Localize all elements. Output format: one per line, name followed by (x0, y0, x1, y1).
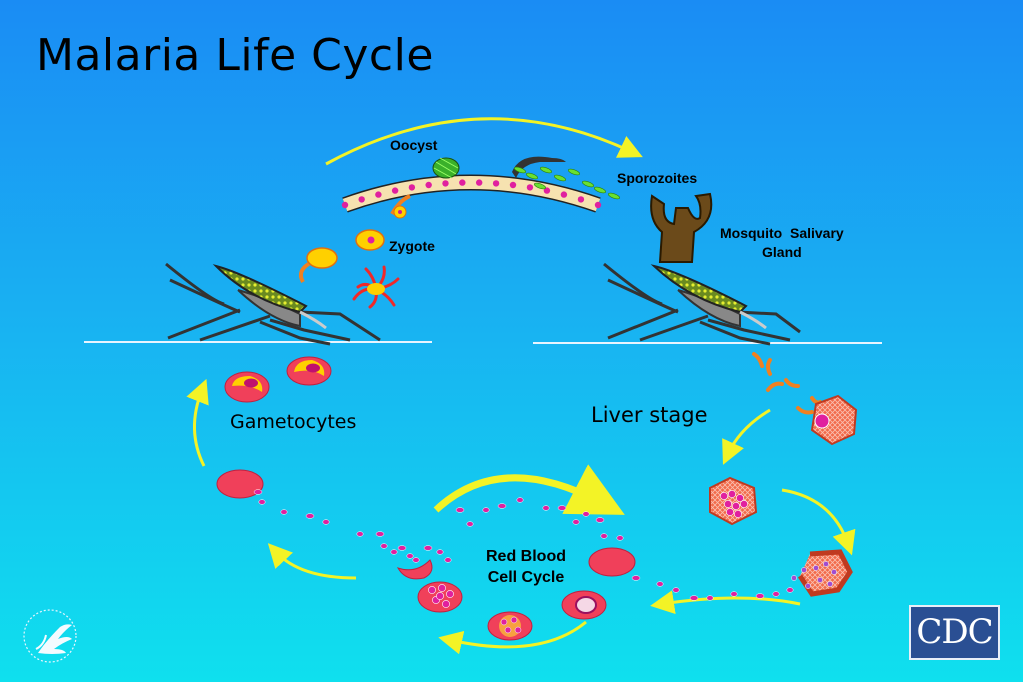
label-zygote: Zygote (389, 238, 435, 254)
macrogamete (306, 247, 338, 269)
label-sporozoites: Sporozoites (617, 170, 698, 186)
gut-cell-nucleus (577, 196, 585, 203)
gut-cell-nucleus (391, 187, 399, 194)
mosquito-right (603, 262, 801, 346)
salivary-gland (650, 192, 713, 263)
gut-cell-nucleus (375, 191, 382, 198)
gut-cell-nucleus (594, 201, 602, 209)
page-title: Malaria Life Cycle (36, 30, 434, 81)
arrow-top (325, 117, 643, 166)
gut-cell-nucleus (475, 179, 483, 186)
label-oocyst: Oocyst (390, 137, 438, 153)
arrow-gametocyte-up (186, 378, 209, 467)
ruptured-oocyst (512, 156, 566, 178)
schizont-merozoites (720, 490, 748, 518)
hhs-logo (23, 609, 77, 663)
arrow-liver-down (722, 408, 771, 465)
gut-cell-nucleus (341, 201, 349, 209)
gut-cell-nucleus (442, 180, 449, 187)
label-salivary-line2: Gland (762, 244, 802, 260)
ruptured-rbc (396, 559, 433, 580)
merozoites (253, 489, 794, 601)
injected-sporozoites (752, 352, 822, 415)
rbc-left (216, 469, 264, 499)
label-salivary-line1: Mosquito Salivary (720, 225, 844, 241)
mosquito-left (165, 262, 381, 346)
ruptured-schizont (797, 549, 853, 597)
cdc-logo: CDC (909, 605, 1000, 660)
gut-cell-nucleus (492, 180, 500, 187)
gut-cell-nucleus (560, 191, 568, 198)
arrow-rbc-bottom (438, 620, 587, 655)
sporozoites (514, 166, 620, 200)
label-rbc-line2: Cell Cycle (487, 569, 565, 586)
gut-cell-nucleus (543, 187, 551, 194)
label-salivary-gland: Mosquito Salivary Gland (720, 224, 844, 262)
gut-cell-nucleus (526, 184, 534, 191)
arrow-rbc-top (433, 464, 625, 515)
gut-cell-nucleus (408, 184, 416, 191)
gut-cell-nucleus (509, 181, 517, 189)
label-liver-stage: Liver stage (591, 403, 708, 427)
label-gametocytes: Gametocytes (230, 411, 357, 433)
gut-cell-nucleus (459, 179, 466, 186)
arrow-rbc-left (267, 543, 357, 580)
gut-cell-nucleus (425, 181, 432, 189)
rbc-right (588, 547, 636, 577)
gut-cell-nucleus (358, 196, 365, 203)
arrow-release (650, 590, 801, 615)
label-rbc-cycle: Red Blood Cell Cycle (476, 546, 576, 588)
liver-schizont (709, 476, 758, 526)
label-rbc-line1: Red Blood (486, 548, 566, 565)
arrow-schizont (781, 488, 856, 556)
midgut-wall (341, 174, 602, 213)
liver-cell (810, 394, 858, 446)
